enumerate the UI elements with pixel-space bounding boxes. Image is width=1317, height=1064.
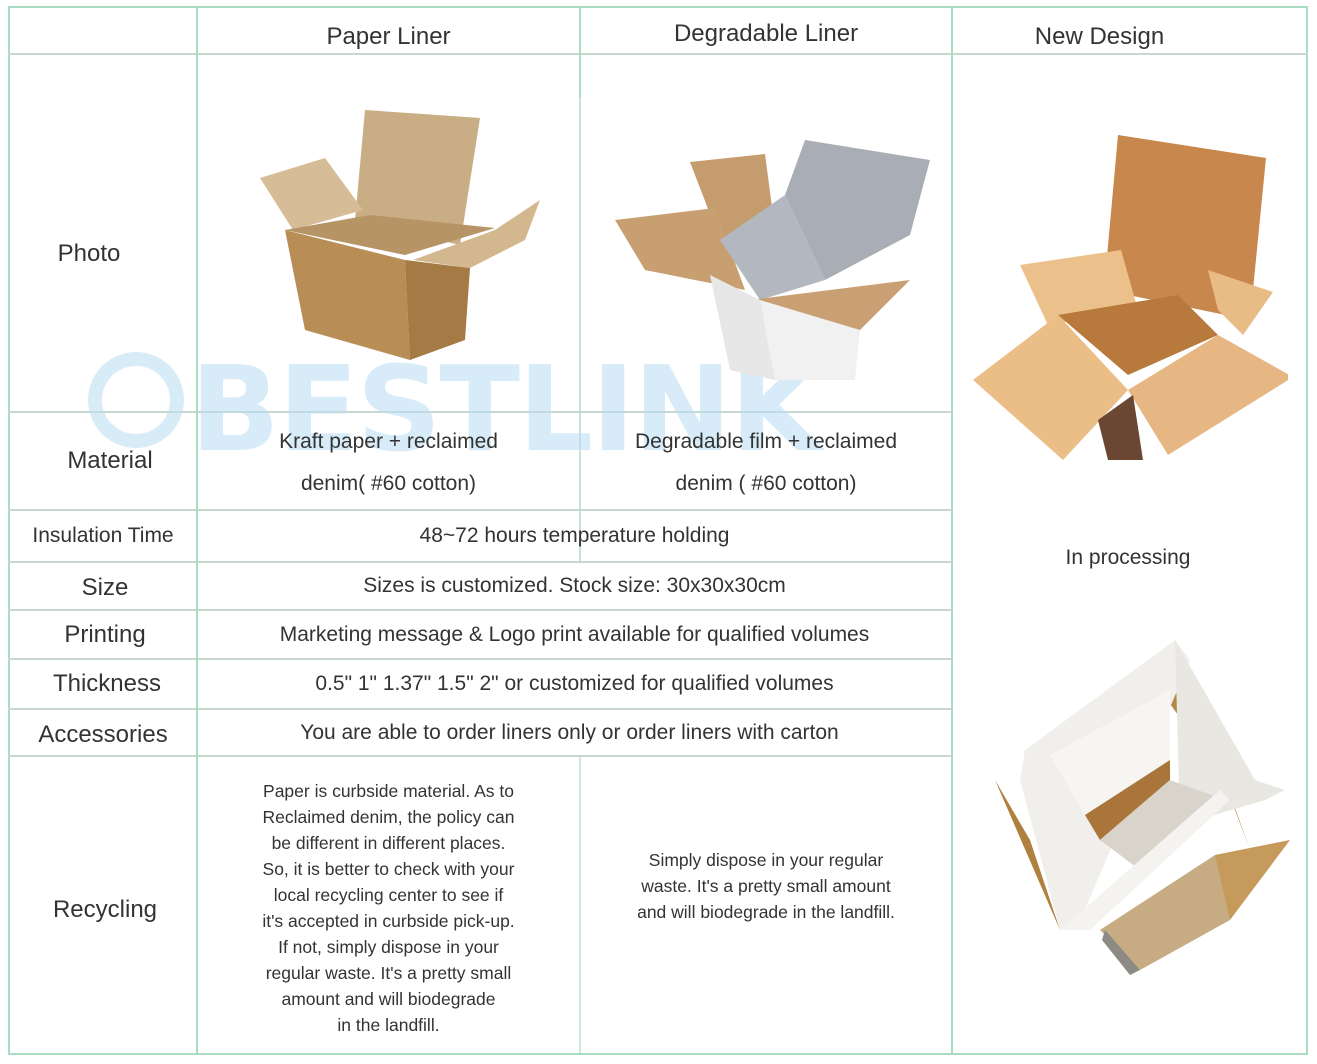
material-degradable-liner-line-1: Degradable film + reclaimed bbox=[634, 430, 898, 453]
new-design-status: In processing bbox=[1065, 546, 1191, 569]
row-divider bbox=[8, 561, 952, 563]
new-design-foam-photo bbox=[990, 630, 1290, 990]
recycling-paper-line: Paper is curbside material. As to bbox=[263, 781, 514, 801]
row-divider bbox=[8, 708, 952, 710]
header-paper-liner: Paper Liner bbox=[326, 23, 451, 50]
material-paper-liner-line-1: Kraft paper + reclaimed bbox=[279, 430, 498, 453]
material-degradable-liner-line-2: denim ( #60 cotton) bbox=[675, 472, 857, 495]
insulation-time-value: 48~72 hours temperature holding bbox=[419, 524, 730, 547]
row-label-size: Size bbox=[81, 574, 129, 601]
row-label-photo: Photo bbox=[57, 240, 121, 267]
recycling-degradable-line: Simply dispose in your regular bbox=[648, 850, 884, 870]
comparison-table bbox=[8, 6, 1308, 1055]
column-divider bbox=[579, 756, 581, 1055]
paper-liner-photo bbox=[255, 110, 555, 360]
recycling-paper-line: it's accepted in curbside pick-up. bbox=[262, 911, 515, 931]
recycling-paper-line: amount and will biodegrade bbox=[281, 989, 496, 1009]
accessories-value: You are able to order liners only or ord… bbox=[300, 721, 839, 744]
row-label-thickness: Thickness bbox=[52, 670, 162, 697]
row-divider bbox=[8, 411, 952, 413]
thickness-value: 0.5" 1" 1.37" 1.5" 2" or customized for … bbox=[315, 672, 834, 695]
recycling-paper-line: be different in different places. bbox=[271, 833, 506, 853]
column-divider bbox=[196, 6, 198, 1055]
recycling-degradable-liner: Simply dispose in your regular waste. It… bbox=[581, 846, 951, 926]
row-divider bbox=[8, 658, 952, 660]
recycling-paper-line: If not, simply dispose in your bbox=[278, 937, 499, 957]
column-divider bbox=[951, 6, 953, 1055]
recycling-degradable-line: and will biodegrade in the landfill. bbox=[637, 902, 895, 922]
column-divider bbox=[579, 6, 581, 98]
row-divider bbox=[8, 755, 952, 757]
size-value: Sizes is customized. Stock size: 30x30x3… bbox=[363, 574, 786, 597]
row-label-material: Material bbox=[67, 446, 153, 474]
recycling-paper-line: local recycling center to see if bbox=[273, 885, 504, 905]
recycling-paper-line: So, it is better to check with your bbox=[262, 859, 515, 879]
degradable-liner-photo bbox=[610, 120, 940, 380]
recycling-paper-line: regular waste. It's a pretty small bbox=[265, 963, 512, 983]
material-paper-liner-line-2: denim( #60 cotton) bbox=[300, 472, 477, 495]
recycling-paper-line: Reclaimed denim, the policy can bbox=[262, 807, 515, 827]
row-divider bbox=[8, 509, 952, 511]
column-divider bbox=[579, 98, 581, 562]
recycling-paper-liner: Paper is curbside material. As to Reclai… bbox=[198, 776, 579, 1040]
header-new-design: New Design bbox=[1034, 23, 1165, 50]
row-label-insulation-time: Insulation Time bbox=[32, 524, 174, 547]
row-label-printing: Printing bbox=[64, 620, 146, 648]
row-label-accessories: Accessories bbox=[38, 721, 168, 748]
recycling-paper-line: in the landfill. bbox=[337, 1015, 440, 1035]
material-degradable-liner: Degradable film + reclaimed denim ( #60 … bbox=[581, 418, 951, 508]
printing-value: Marketing message & Logo print available… bbox=[279, 622, 870, 646]
recycling-degradable-line: waste. It's a pretty small amount bbox=[641, 876, 891, 896]
material-paper-liner: Kraft paper + reclaimed denim( #60 cotto… bbox=[198, 418, 579, 508]
row-divider bbox=[8, 609, 952, 611]
new-design-kraft-photo bbox=[968, 130, 1288, 460]
row-divider bbox=[8, 53, 1308, 55]
row-label-recycling: Recycling bbox=[52, 896, 158, 923]
header-degradable-liner: Degradable Liner bbox=[673, 20, 859, 47]
